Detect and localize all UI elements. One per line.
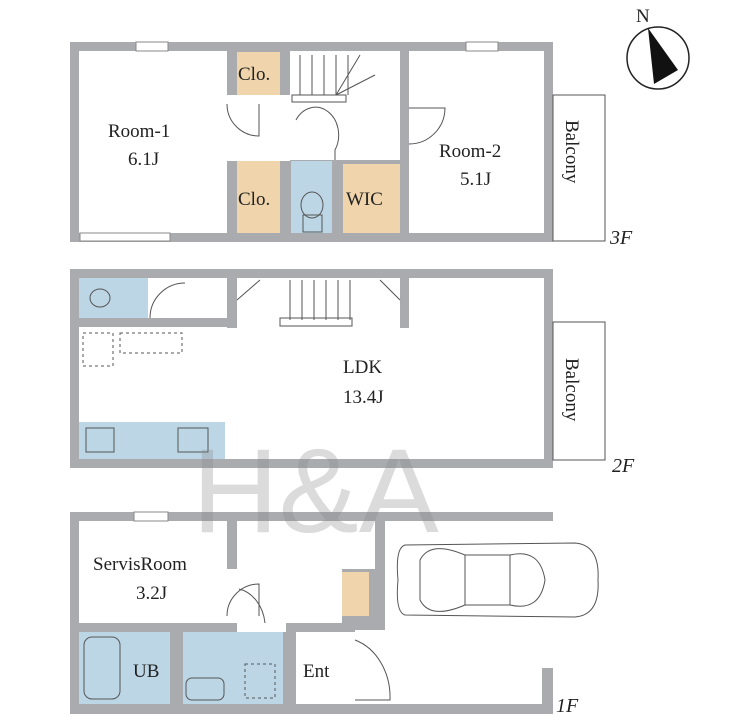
- wic-label: WIC: [346, 189, 383, 210]
- servis-room-name: ServisRoom: [93, 554, 187, 575]
- entrance: [296, 632, 355, 704]
- car-icon: [396, 542, 599, 618]
- ldk-size: 13.4J: [343, 387, 384, 408]
- walk-in-closet: [343, 164, 400, 233]
- stairs-3f: [290, 51, 400, 124]
- room-2-name: Room-2: [439, 141, 501, 162]
- floor-label-2f: 2F: [612, 455, 635, 477]
- garage: [385, 521, 542, 704]
- north-compass-icon: N: [626, 6, 690, 90]
- floor-1f: ServisRoom 3.2J UB Ent 1F: [70, 511, 599, 717]
- servis-room-size: 3.2J: [136, 583, 167, 604]
- closet-bottom-label: Clo.: [238, 189, 270, 210]
- unit-bath-label: UB: [133, 661, 159, 682]
- balcony-3f-label: Balcony: [561, 120, 582, 184]
- closet-top: [237, 52, 280, 95]
- floor-3f: Room-1 6.1J Room-2 5.1J Clo. Clo. WIC Ba…: [70, 41, 633, 249]
- floor-label-1f: 1F: [556, 695, 579, 717]
- servis-room: [79, 521, 227, 623]
- unit-bath: [79, 632, 170, 704]
- toilet-2f: [79, 278, 148, 318]
- stairs-2f: [236, 279, 401, 327]
- room-1-size: 6.1J: [128, 149, 159, 170]
- room-1: [79, 51, 227, 233]
- floor-2f: LDK 13.4J Balcony 2F: [70, 269, 635, 477]
- closet-bottom: [237, 161, 280, 233]
- floor-label-3f: 3F: [609, 227, 633, 249]
- stairs-1f: [237, 521, 375, 569]
- room-2: [409, 51, 544, 233]
- washroom: [183, 632, 283, 704]
- shoe-cabinet: [342, 572, 369, 616]
- toilet-3f: [291, 161, 332, 233]
- closet-top-label: Clo.: [238, 64, 270, 85]
- room-2-size: 5.1J: [460, 169, 491, 190]
- ldk-name: LDK: [343, 357, 382, 378]
- entrance-label: Ent: [303, 661, 330, 682]
- room-1-name: Room-1: [108, 121, 170, 142]
- svg-text:N: N: [636, 6, 650, 27]
- balcony-2f-label: Balcony: [561, 358, 582, 422]
